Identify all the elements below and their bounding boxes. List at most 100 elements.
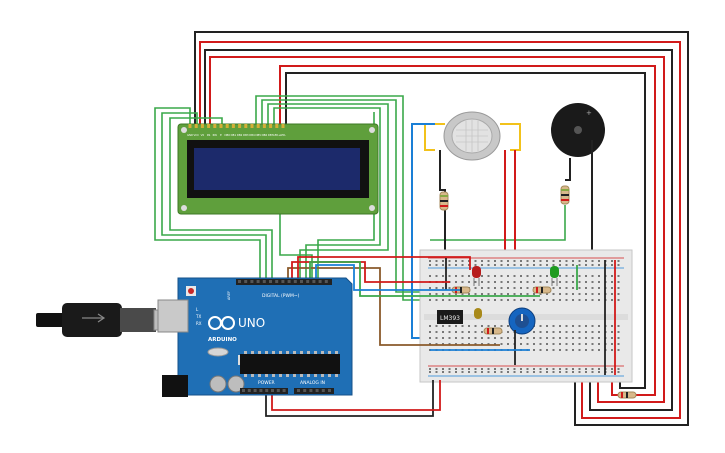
lcd-pin[interactable] — [200, 124, 204, 128]
breadboard-hole[interactable] — [500, 260, 503, 262]
lcd-pin[interactable] — [207, 124, 211, 128]
breadboard-hole[interactable] — [474, 331, 477, 333]
breadboard-hole[interactable] — [448, 325, 451, 327]
resistor-led-green[interactable] — [532, 286, 552, 294]
breadboard-hole[interactable] — [494, 337, 496, 339]
digital-pin[interactable] — [287, 280, 291, 283]
breadboard-hole[interactable] — [494, 343, 496, 345]
breadboard-hole[interactable] — [468, 299, 470, 301]
breadboard-hole[interactable] — [513, 287, 516, 289]
breadboard-hole[interactable] — [442, 264, 444, 266]
analog-pin[interactable] — [315, 389, 319, 392]
breadboard-hole[interactable] — [565, 281, 568, 283]
breadboard-hole[interactable] — [617, 331, 620, 333]
breadboard-hole[interactable] — [526, 264, 529, 266]
breadboard-hole[interactable] — [507, 371, 509, 373]
breadboard-hole[interactable] — [539, 343, 542, 345]
breadboard-hole[interactable] — [500, 371, 503, 373]
breadboard-hole[interactable] — [598, 293, 600, 295]
breadboard-hole[interactable] — [539, 325, 542, 327]
digital-pin[interactable] — [306, 280, 310, 283]
digital-pin[interactable] — [238, 280, 241, 283]
breadboard-hole[interactable] — [487, 281, 490, 283]
breadboard-hole[interactable] — [617, 337, 620, 339]
breadboard-hole[interactable] — [565, 349, 568, 351]
breadboard-hole[interactable] — [578, 368, 581, 370]
breadboard-hole[interactable] — [533, 337, 535, 339]
breadboard-hole[interactable] — [572, 371, 574, 373]
breadboard-hole[interactable] — [598, 368, 600, 370]
breadboard-hole[interactable] — [455, 281, 457, 283]
breadboard-hole[interactable] — [487, 299, 490, 301]
buzzer-icon[interactable]: + — [551, 103, 605, 157]
breadboard-hole[interactable] — [552, 264, 555, 266]
breadboard-hole[interactable] — [559, 264, 561, 266]
wire-black-outer-2[interactable] — [204, 49, 673, 411]
wire-green-lcd-7[interactable] — [273, 107, 381, 280]
breadboard-hole[interactable] — [468, 275, 470, 277]
breadboard-hole[interactable] — [481, 325, 483, 327]
breadboard-hole[interactable] — [500, 281, 503, 283]
breadboard-hole[interactable] — [513, 281, 516, 283]
breadboard-hole[interactable] — [526, 275, 529, 277]
breadboard-hole[interactable] — [487, 368, 490, 370]
wire-black-gnd[interactable] — [265, 380, 434, 417]
lcd-pin[interactable] — [262, 124, 266, 128]
breadboard-hole[interactable] — [591, 368, 594, 370]
breadboard-hole[interactable] — [507, 368, 509, 370]
breadboard-hole[interactable] — [494, 287, 496, 289]
breadboard-hole[interactable] — [474, 293, 477, 295]
breadboard-hole[interactable] — [572, 293, 574, 295]
digital-pin[interactable] — [275, 280, 279, 283]
breadboard-hole[interactable] — [468, 260, 470, 262]
lcd-pin[interactable] — [194, 124, 198, 128]
breadboard-hole[interactable] — [591, 264, 594, 266]
wire-red-ard-2[interactable] — [297, 256, 471, 280]
breadboard-hole[interactable] — [591, 260, 594, 262]
lcd-pin[interactable] — [256, 124, 260, 128]
breadboard-hole[interactable] — [474, 343, 477, 345]
breadboard-hole[interactable] — [565, 331, 568, 333]
breadboard-hole[interactable] — [585, 264, 587, 266]
analog-pin[interactable] — [321, 389, 325, 392]
breadboard-hole[interactable] — [520, 264, 522, 266]
breadboard-hole[interactable] — [494, 368, 496, 370]
breadboard-hole[interactable] — [617, 293, 620, 295]
led-red[interactable] — [472, 266, 481, 286]
breadboard-hole[interactable] — [539, 349, 542, 351]
breadboard-hole[interactable] — [552, 349, 555, 351]
breadboard-hole[interactable] — [539, 337, 542, 339]
breadboard-hole[interactable] — [468, 264, 470, 266]
breadboard-hole[interactable] — [585, 337, 587, 339]
breadboard-hole[interactable] — [442, 287, 444, 289]
breadboard-hole[interactable] — [565, 264, 568, 266]
lcd-pin[interactable] — [225, 124, 229, 128]
breadboard-hole[interactable] — [526, 293, 529, 295]
breadboard-hole[interactable] — [448, 260, 451, 262]
breadboard-hole[interactable] — [598, 287, 600, 289]
breadboard-hole[interactable] — [559, 331, 561, 333]
breadboard-hole[interactable] — [494, 293, 496, 295]
breadboard-hole[interactable] — [598, 281, 600, 283]
breadboard-hole[interactable] — [442, 371, 444, 373]
breadboard-hole[interactable] — [487, 293, 490, 295]
breadboard-hole[interactable] — [539, 264, 542, 266]
breadboard-hole[interactable] — [474, 325, 477, 327]
breadboard-hole[interactable] — [461, 260, 464, 262]
breadboard-hole[interactable] — [578, 371, 581, 373]
breadboard-hole[interactable] — [520, 299, 522, 301]
breadboard-hole[interactable] — [585, 281, 587, 283]
breadboard-hole[interactable] — [559, 371, 561, 373]
breadboard-hole[interactable] — [429, 343, 431, 345]
breadboard-hole[interactable] — [448, 293, 451, 295]
breadboard-hole[interactable] — [617, 281, 620, 283]
lcd-pin[interactable] — [275, 124, 279, 128]
wire-black-sensor[interactable] — [439, 150, 446, 258]
breadboard-hole[interactable] — [611, 299, 613, 301]
breadboard-hole[interactable] — [435, 264, 438, 266]
potentiometer-icon[interactable] — [508, 307, 536, 335]
breadboard-hole[interactable] — [442, 260, 444, 262]
breadboard-hole[interactable] — [591, 275, 594, 277]
breadboard-hole[interactable] — [611, 343, 613, 345]
breadboard-hole[interactable] — [507, 325, 509, 327]
